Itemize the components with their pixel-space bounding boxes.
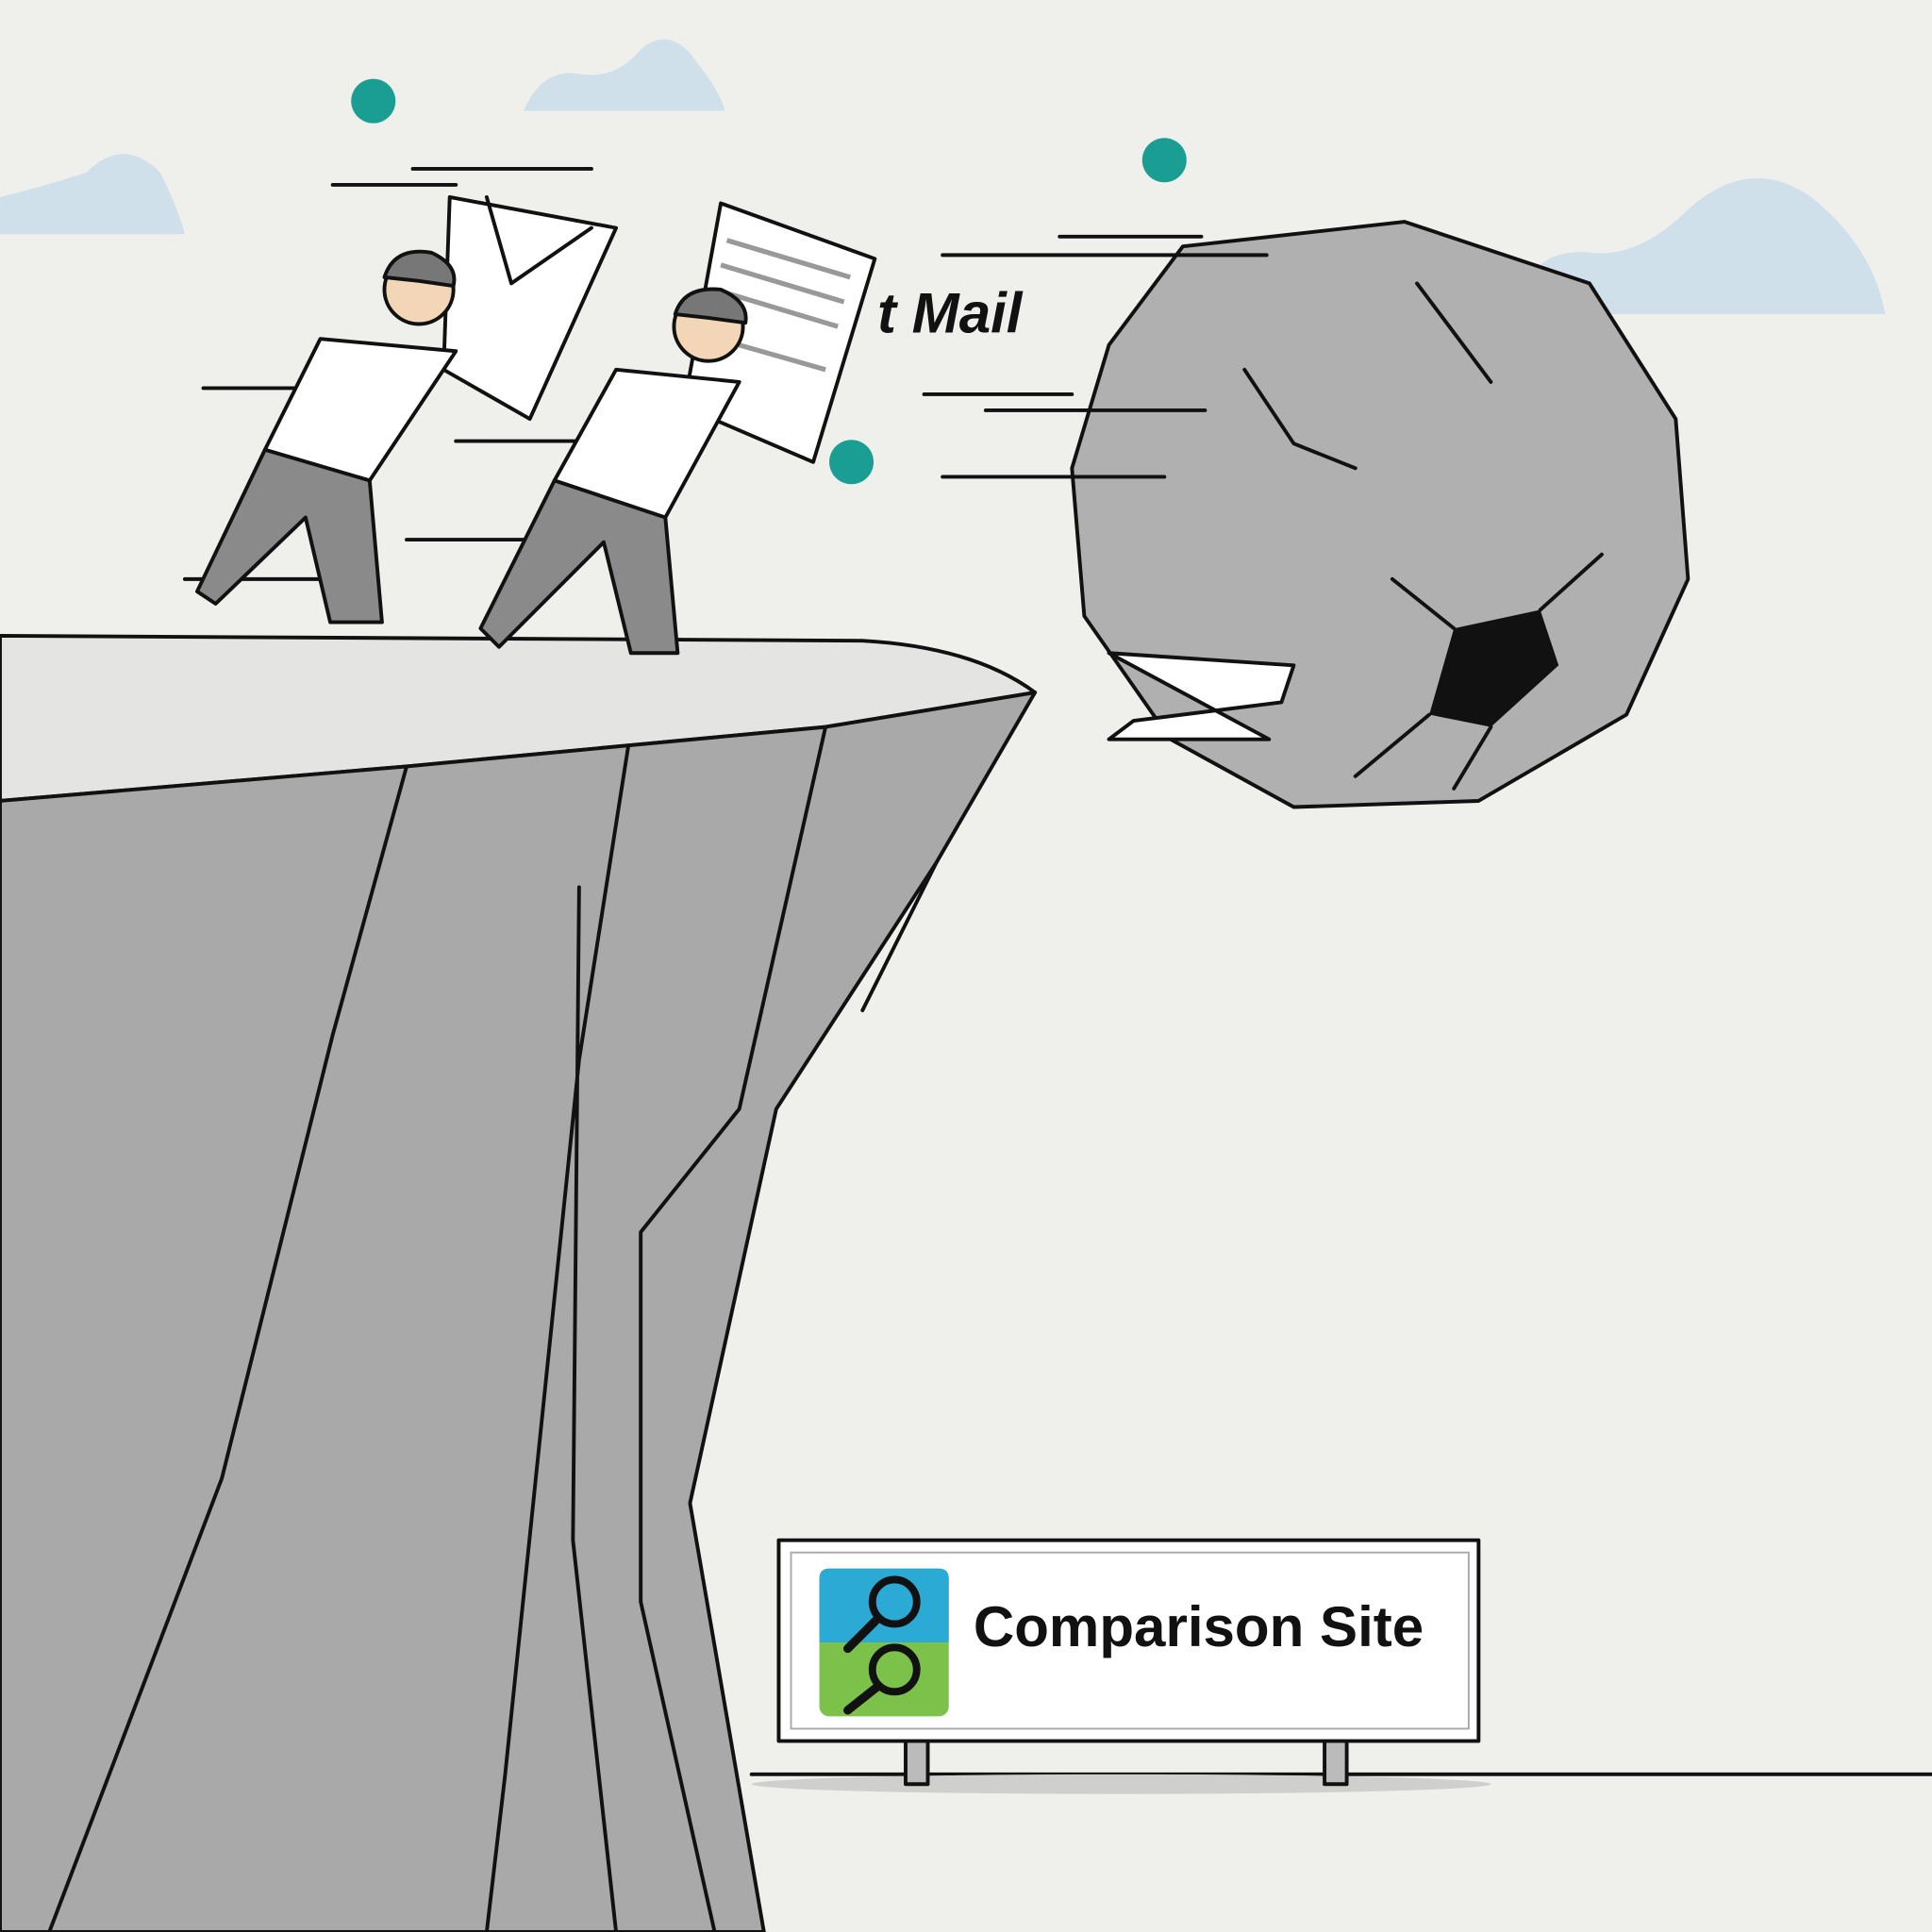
pants bbox=[478, 478, 680, 656]
cloud bbox=[524, 39, 724, 111]
sign-shadow bbox=[751, 1774, 1491, 1794]
cloud bbox=[1515, 177, 1886, 315]
person-right bbox=[478, 201, 877, 656]
person-left bbox=[195, 195, 619, 625]
dot bbox=[829, 440, 874, 485]
crushed-mail bbox=[1107, 651, 1296, 741]
dot bbox=[351, 78, 396, 124]
comparison-site-sign: Comparison Site bbox=[776, 1538, 1481, 1787]
direct-mail-text: t Mail bbox=[877, 282, 1024, 345]
comparison-logo-icon bbox=[819, 1568, 949, 1717]
pants bbox=[195, 447, 384, 625]
cloud bbox=[0, 154, 185, 235]
sign-post bbox=[904, 1739, 930, 1787]
cliff-cracks bbox=[47, 724, 939, 1932]
dot bbox=[1141, 138, 1187, 183]
sign-post bbox=[1323, 1739, 1349, 1787]
boulder-cracks bbox=[1242, 281, 1604, 791]
boulder-hole bbox=[1429, 609, 1559, 727]
sign-label: Comparison Site bbox=[974, 1595, 1424, 1658]
